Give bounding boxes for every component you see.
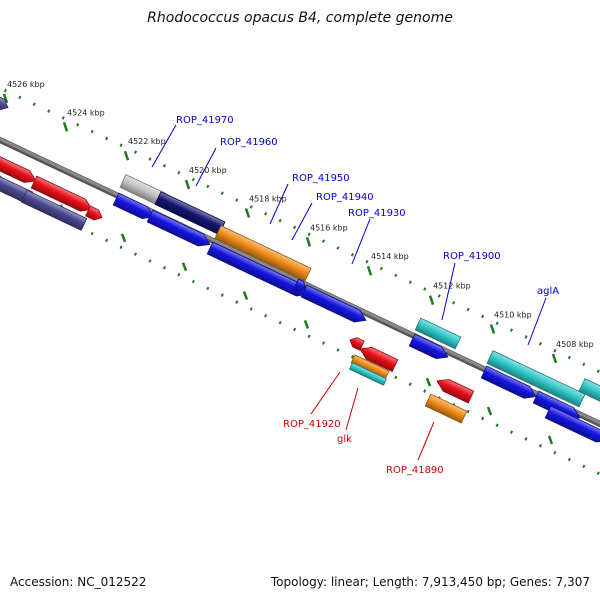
scale-tick-mark (489, 324, 496, 334)
scale-minor-tick (547, 435, 554, 445)
ruler-dotted-line-lower (0, 188, 600, 476)
label-leader-line (291, 202, 313, 241)
label-leader-line (195, 147, 217, 187)
gene-label-rop-41920: ROP_41920 (283, 419, 341, 430)
scale-tick-mark (123, 150, 130, 161)
scale-tick-mark (305, 236, 312, 247)
topology-label: Topology: linear; Length: 7,913,450 bp; … (270, 575, 590, 589)
scale-tick-label: 4518 kbp (249, 194, 287, 203)
feature-cyan-small (348, 362, 388, 386)
feature-red-b (30, 175, 93, 212)
feature-red-small (349, 337, 365, 351)
label-leader-line (269, 183, 289, 225)
feature-red-c (85, 205, 103, 221)
scale-tick-mark (551, 353, 558, 364)
gene-label-glk: glk (337, 434, 352, 445)
feature-blue-d (300, 284, 367, 323)
scale-tick-label: 4520 kbp (189, 166, 227, 175)
map-title: Rhodococcus opacus B4, complete genome (147, 10, 453, 26)
scale-tick-mark (366, 265, 373, 276)
feature-cyan-b (486, 350, 586, 408)
feature-blue-f (480, 365, 537, 399)
scale-tick-mark (184, 179, 191, 190)
label-leader-line (151, 124, 177, 168)
gene-label-rop-41900: ROP_41900 (443, 251, 501, 262)
feature-red-d (359, 346, 399, 372)
scale-minor-tick (425, 377, 432, 387)
scale-tick-mark (428, 295, 435, 306)
scale-tick-label: 4512 kbp (433, 282, 471, 291)
scale-tick-label: 4526 kbp (7, 80, 45, 89)
gene-features (0, 94, 600, 443)
gene-labels: ROP_41970ROP_41960ROP_41950ROP_41940ROP_… (151, 115, 559, 476)
label-leader-line (417, 421, 435, 461)
gene-label-rop-41950: ROP_41950 (292, 173, 350, 184)
feature-blue-small (293, 278, 306, 292)
scale-tick-label: 4510 kbp (494, 310, 532, 319)
feature-slate-c (20, 189, 88, 231)
scale-minor-tick (486, 406, 493, 416)
label-leader-line (310, 371, 341, 415)
feature-blue-e (408, 333, 449, 360)
scale-tick-label: 4508 kbp (556, 340, 594, 349)
scale-tick-mark (62, 121, 69, 132)
label-leader-line (345, 387, 359, 431)
scale-minor-tick (242, 291, 249, 300)
gene-label-agla: aglA (537, 286, 559, 297)
scale-minor-tick (120, 233, 127, 243)
scale-tick-mark (244, 208, 251, 218)
feature-blue-h (544, 405, 600, 443)
feature-orange-c (424, 393, 468, 424)
scale-minor-tick (303, 319, 310, 329)
scale-minor-tick (181, 262, 188, 272)
gene-label-rop-41970: ROP_41970 (176, 115, 234, 126)
label-leader-line (441, 262, 456, 321)
scale-tick-label: 4522 kbp (128, 137, 166, 146)
gene-label-rop-41930: ROP_41930 (348, 208, 406, 219)
scale-tick-label: 4516 kbp (310, 223, 348, 232)
gene-label-rop-41890: ROP_41890 (386, 465, 444, 476)
label-leader-line (527, 297, 547, 346)
feature-orange-a (214, 225, 312, 282)
accession-label: Accession: NC_012522 (10, 575, 147, 589)
feature-cyan-a (414, 317, 462, 350)
feature-slate-a (0, 94, 9, 111)
feature-red-a (0, 154, 37, 183)
scale-tick-label: 4514 kbp (371, 252, 409, 261)
ruler-dotted-line-upper (0, 86, 600, 374)
gene-label-rop-41960: ROP_41960 (220, 137, 278, 148)
feature-cyan-c (578, 378, 600, 404)
scale-tick-mark (2, 93, 9, 104)
label-leader-line (351, 218, 371, 265)
scale-ticks: 4526 kbp 4524 kbp 4522 kbp 4520 kbp 4518 kbp… (2, 80, 594, 364)
scale-tick-label: 4524 kbp (67, 108, 105, 117)
feature-red-e (436, 378, 475, 404)
feature-blue-a (112, 192, 155, 220)
feature-blue-b (146, 209, 211, 247)
gene-label-rop-41940: ROP_41940 (316, 192, 374, 203)
